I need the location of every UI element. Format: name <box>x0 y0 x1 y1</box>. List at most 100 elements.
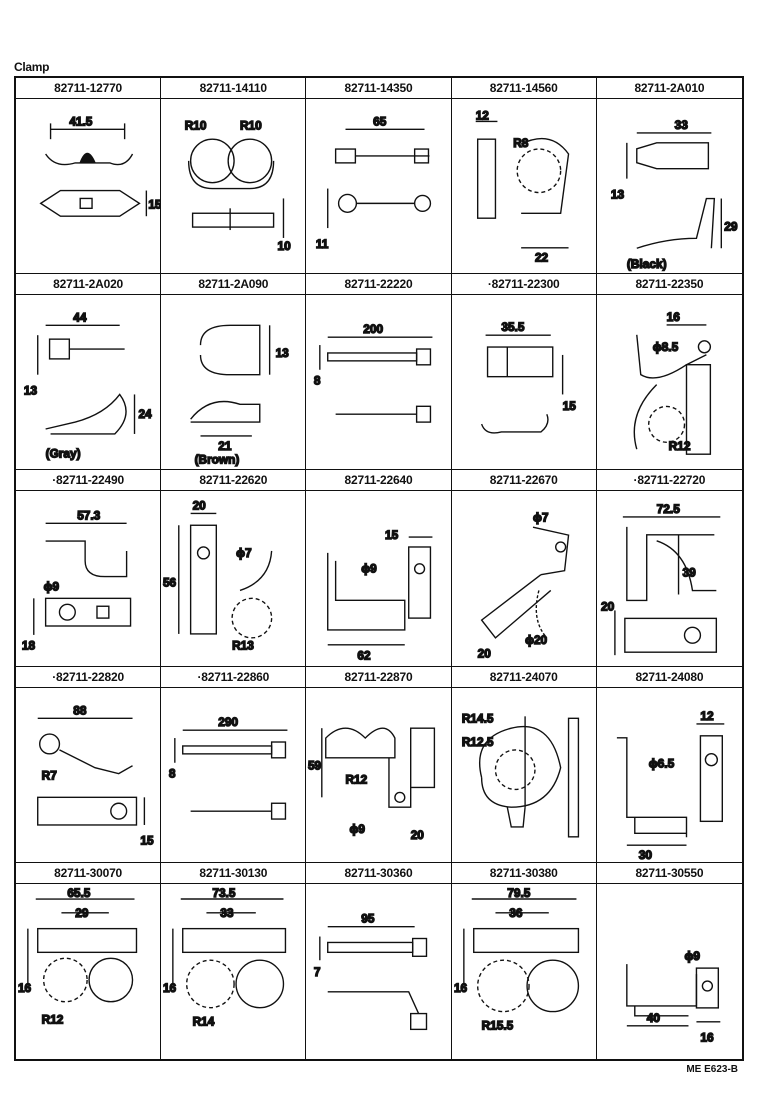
dim-label: 29 <box>75 906 89 920</box>
part-drawing: 12 ϕ6.5 30 <box>597 688 742 862</box>
part-number: 82711-2A010 <box>596 78 742 99</box>
part-cell: 82711-22620 20 ϕ7 56 R13 <box>161 470 307 667</box>
part-number: 82711-24070 <box>451 667 596 688</box>
part-cell: 82711-2A010 33 13 29 (Black) <box>596 78 742 275</box>
part-drawing: 59 R12 ϕ9 20 <box>306 688 450 862</box>
dim-label: 8 <box>314 374 321 388</box>
clamp-drawing: 95 7 <box>314 911 428 1030</box>
dim-label: 15 <box>140 833 154 847</box>
part-drawing: 290 8 <box>161 688 305 862</box>
part-cell: ·82711-22720 72.5 39 20 <box>596 470 742 667</box>
clamp-drawing: 20 ϕ7 56 R13 <box>162 498 273 654</box>
part-number: 82711-14560 <box>451 78 596 99</box>
part-number: 82711-22220 <box>306 274 451 296</box>
color-note: (Brown) <box>195 453 240 467</box>
dim-label: 13 <box>611 188 625 202</box>
dim-label: 16 <box>454 981 468 995</box>
dim-label: 12 <box>700 709 714 723</box>
part-cell: 82711-22640 15 ϕ9 62 <box>306 470 452 667</box>
clamp-drawing: 200 8 <box>314 322 433 423</box>
clamp-drawing: 79.5 36 16 R15.5 <box>453 885 579 1033</box>
part-drawing: 65 11 <box>306 99 450 273</box>
dim-label: 65.5 <box>67 886 90 900</box>
clamp-drawing: 65 11 <box>316 114 432 252</box>
clamp-drawing: 73.5 33 16 R14 <box>162 885 287 1029</box>
clamp-parts-grid: 82711-12770 41.5 15 82711-14110 R10 R10 <box>14 76 744 1061</box>
dim-label: 35.5 <box>501 320 524 334</box>
part-number: 82711-22670 <box>451 470 596 492</box>
dim-label: ϕ9 <box>684 949 700 963</box>
part-cell: 82711-22350 16 ϕ8.5 R12 <box>596 274 742 471</box>
part-drawing: R10 R10 10 <box>161 99 305 273</box>
color-note: (Gray) <box>46 447 81 461</box>
part-cell: 82711-30130 73.5 33 16 R14 <box>161 862 307 1059</box>
dim-label: 21 <box>218 439 232 453</box>
clamp-drawing: 33 13 29 (Black) <box>610 117 738 272</box>
dim-label: 290 <box>218 715 238 729</box>
part-drawing: 35.5 15 <box>452 295 596 469</box>
dim-label: R14 <box>193 1014 215 1028</box>
dim-label: 16 <box>18 981 32 995</box>
part-drawing: 15 ϕ9 62 <box>306 491 450 665</box>
part-cell: 82711-22670 ϕ7 20 ϕ20 <box>451 470 597 667</box>
part-cell: 82711-30070 65.5 29 16 R12 <box>16 862 162 1059</box>
dim-label: 200 <box>364 322 384 336</box>
dim-label: R13 <box>232 639 254 653</box>
part-drawing: 12 R8 22 <box>452 99 596 273</box>
dim-label: 40 <box>647 1011 661 1025</box>
part-number: 82711-24080 <box>596 667 742 688</box>
dim-label: 36 <box>509 906 523 920</box>
clamp-drawing: ϕ7 20 ϕ20 <box>477 510 569 662</box>
part-cell: 82711-14350 65 11 <box>306 78 452 275</box>
dim-label: 39 <box>682 566 696 580</box>
dim-label: 18 <box>22 639 36 653</box>
part-number: ·82711-22720 <box>596 470 742 492</box>
part-number: 82711-30380 <box>451 863 596 884</box>
dim-label: 13 <box>24 384 38 398</box>
part-number: ·82711-22820 <box>16 667 161 688</box>
dim-label: ϕ7 <box>533 511 549 525</box>
dim-label: 15 <box>385 528 399 542</box>
clamp-drawing: 72.5 39 20 <box>600 502 721 656</box>
dim-label: 16 <box>700 1030 714 1044</box>
clamp-drawing: 88 R7 15 <box>37 702 155 848</box>
part-drawing: 95 7 <box>306 884 450 1059</box>
part-number: 82711-2A020 <box>16 274 161 296</box>
part-drawing: 13 21 (Brown) <box>161 295 305 469</box>
dim-label: 88 <box>73 703 87 717</box>
part-drawing: 44 13 24 (Gray) <box>16 295 160 469</box>
dim-label: R12 <box>346 772 368 786</box>
part-number: 82711-22350 <box>596 274 742 296</box>
clamp-drawing: R14.5 R12.5 <box>461 710 579 838</box>
part-number: 82711-30550 <box>596 863 742 884</box>
dim-label: 41.5 <box>69 114 92 128</box>
dim-label: 7 <box>314 965 321 979</box>
clamp-drawing: 35.5 15 <box>480 320 576 434</box>
color-note: (Black) <box>627 257 667 271</box>
part-drawing: ϕ7 20 ϕ20 <box>452 491 596 665</box>
dim-label: R8 <box>513 136 529 150</box>
part-number: 82711-14350 <box>306 78 451 99</box>
part-number: 82711-2A090 <box>161 274 306 296</box>
part-cell: 82711-14560 12 R8 22 <box>451 78 597 275</box>
dim-label: 33 <box>674 118 688 132</box>
part-number: 82711-22640 <box>306 470 451 492</box>
part-cell: ·82711-22860 290 8 <box>161 666 307 863</box>
part-cell: 82711-2A090 13 21 (Brown) <box>161 274 307 471</box>
dim-label: 30 <box>639 848 653 862</box>
dim-label: 79.5 <box>507 886 530 900</box>
part-cell: 82711-22220 200 8 <box>306 274 452 471</box>
dim-label: 20 <box>601 600 615 614</box>
part-number: 82711-30130 <box>161 863 306 884</box>
dim-label: 10 <box>278 239 292 253</box>
part-number: 82711-22620 <box>161 470 306 492</box>
dim-label: 22 <box>535 251 549 265</box>
dim-label: 95 <box>362 911 376 925</box>
dim-label: ϕ8.5 <box>652 340 678 354</box>
clamp-drawing: 57.3 ϕ9 18 <box>21 508 132 654</box>
dim-label: R14.5 <box>461 711 493 725</box>
dim-label: ϕ20 <box>525 633 547 647</box>
part-drawing: 20 ϕ7 56 R13 <box>161 491 305 665</box>
part-drawing: 79.5 36 16 R15.5 <box>452 884 596 1059</box>
sheet-title: Clamp <box>14 60 50 74</box>
